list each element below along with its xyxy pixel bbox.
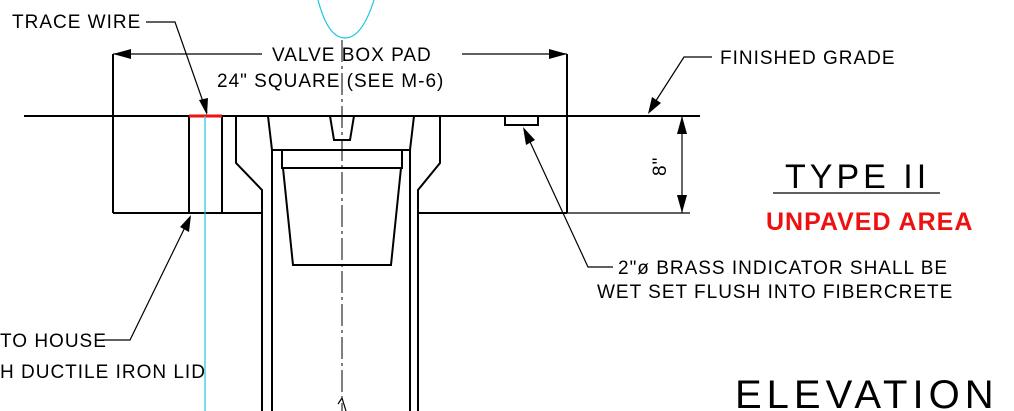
valve-box-pad — [112, 54, 568, 214]
finished-grade-label: FINISHED GRADE — [720, 48, 896, 69]
elevation-label: ELEVATION — [735, 373, 999, 411]
brass-indicator — [504, 115, 539, 126]
indicator-label-line2: WET SET FLUSH INTO FIBERCRETE — [597, 282, 953, 303]
depth-dimension — [567, 116, 690, 214]
trace-wire-box — [188, 114, 223, 411]
house-label-line1: TO HOUSE — [0, 331, 107, 352]
valve-box-pad-label-line2: 24" SQUARE (SEE M-6) — [217, 71, 444, 92]
trace-wire-label: TRACE WIRE — [12, 12, 141, 33]
leader-lines — [103, 21, 940, 341]
valve-box-pad-label-line1: VALVE BOX PAD — [272, 45, 432, 66]
depth-dimension-label: 8" — [650, 157, 671, 176]
area-label: UNPAVED AREA — [766, 208, 973, 236]
indicator-label-line1: 2"ø BRASS INDICATOR SHALL BE — [618, 258, 948, 279]
pad-dimension-line — [113, 49, 567, 59]
type-label: TYPE II — [785, 158, 930, 196]
valve-box-body — [235, 115, 441, 411]
house-label-line2: H DUCTILE IRON LID — [0, 362, 206, 383]
cyan-arc — [317, 0, 375, 39]
